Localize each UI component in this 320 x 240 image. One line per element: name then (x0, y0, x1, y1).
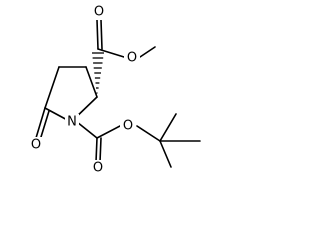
methyl-ester (92, 19, 156, 94)
svg-text:O: O (127, 51, 137, 66)
ester-double-bond-b (100, 19, 103, 50)
boc-single-bond-o (96, 125, 121, 139)
methyl-bond (139, 46, 156, 58)
chemical-structure: O O N O O O (29, 4, 201, 176)
atom-o-lactam: O (29, 137, 43, 153)
atom-labels: O O N O O O (29, 4, 140, 176)
ring-bond-c3-c4 (85, 66, 98, 98)
boc-group (76, 113, 201, 168)
atom-o-boc-carbonyl: O (91, 160, 105, 176)
svg-text:O: O (31, 138, 41, 153)
atom-n-ring: N (65, 114, 79, 130)
tbutyl-methyl-bottom (159, 140, 172, 168)
lactam-carbonyl (35, 107, 50, 139)
n-to-boc-carbonyl-bond (76, 121, 98, 139)
boc-double-bond-b (99, 137, 102, 163)
boc-double-bond-a (95, 137, 98, 163)
svg-text:N: N (67, 115, 77, 130)
ester-single-bond-o (97, 48, 125, 58)
ester-double-bond-a (96, 19, 99, 50)
stereo-hashed-wedge (92, 52, 104, 94)
atom-o-ester: O (124, 50, 140, 66)
atom-o-ester-carbonyl: O (92, 4, 106, 20)
svg-text:O: O (94, 5, 104, 20)
lactam-double-bond-a (35, 107, 46, 139)
tbutyl-methyl-top (159, 113, 177, 142)
svg-text:O: O (123, 119, 133, 134)
lactam-double-bond-b (40, 110, 50, 138)
ring-bond-c2-c1 (44, 66, 60, 109)
svg-text:O: O (93, 161, 103, 176)
o-to-tbutyl-bond (136, 125, 161, 142)
atom-o-boc-ester: O (120, 118, 136, 134)
